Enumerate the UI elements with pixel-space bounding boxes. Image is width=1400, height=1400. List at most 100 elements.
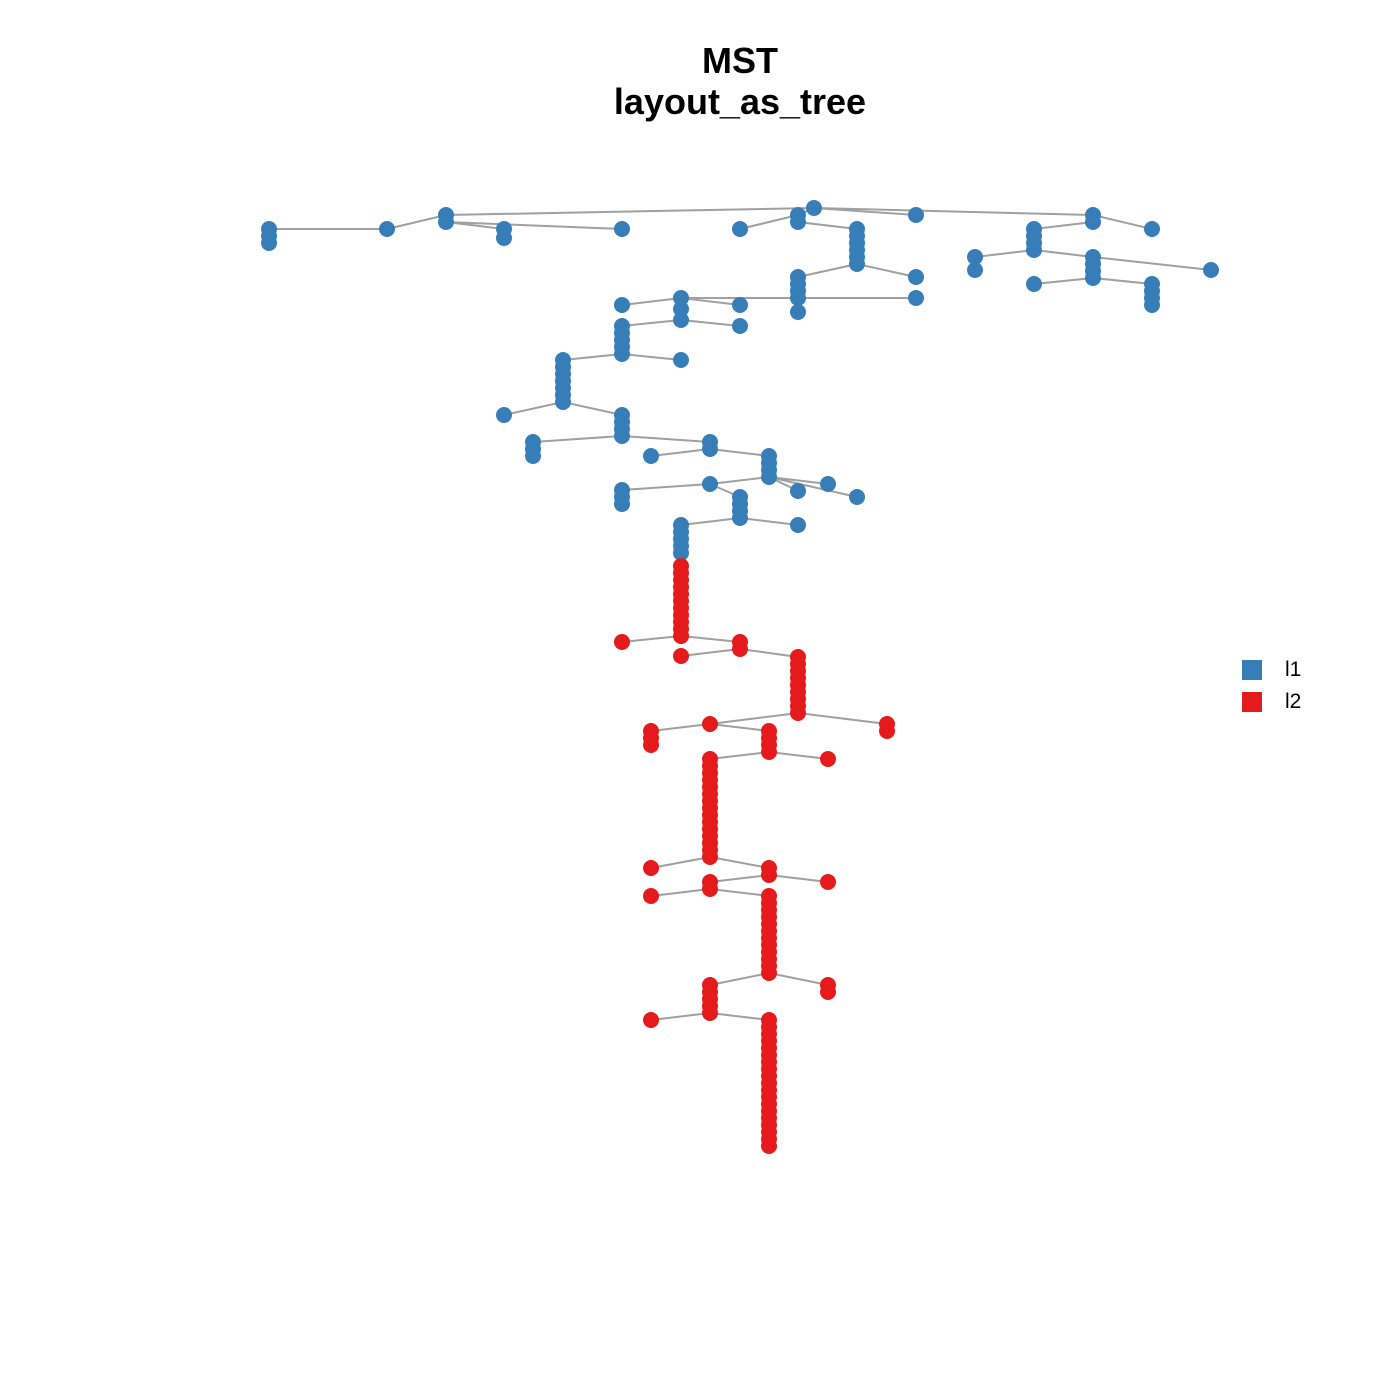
- tree-edge: [680, 635, 741, 643]
- tree-edge: [1033, 277, 1094, 285]
- tree-node-l1: [673, 352, 689, 368]
- tree-node-l1: [643, 448, 659, 464]
- tree-edge: [1092, 214, 1153, 230]
- tree-edge: [974, 249, 1035, 258]
- edge-layer: [269, 207, 1212, 1021]
- node-layer: [261, 200, 1219, 1154]
- legend-item-l2: l2: [1242, 686, 1301, 718]
- tree-edge: [709, 448, 770, 457]
- tree-node-l1: [496, 230, 512, 246]
- tree-edge: [739, 648, 799, 658]
- tree-edge: [797, 712, 888, 725]
- tree-edge: [709, 888, 770, 897]
- tree-node-l2: [643, 737, 659, 753]
- tree-node-l1: [732, 297, 748, 313]
- tree-node-l2: [643, 860, 659, 876]
- tree-node-l2: [790, 705, 806, 721]
- tree-edge: [768, 972, 829, 986]
- tree-edge: [797, 221, 858, 230]
- tree-edge: [621, 635, 682, 643]
- tree-edge: [503, 401, 564, 416]
- tree-node-l1: [1203, 262, 1219, 278]
- tree-node-l1: [1144, 297, 1160, 313]
- tree-edge: [709, 874, 770, 883]
- tree-edge: [813, 207, 1094, 216]
- tree-node-l2: [761, 1138, 777, 1154]
- tree-node-l1: [908, 269, 924, 285]
- tree-node-l2: [702, 1005, 718, 1021]
- tree-edge: [445, 207, 815, 216]
- tree-node-l1: [673, 545, 689, 561]
- tree-edge: [562, 353, 623, 361]
- tree-node-l2: [702, 881, 718, 897]
- tree-node-l1: [790, 517, 806, 533]
- tree-node-l2: [673, 628, 689, 644]
- tree-node-l1: [1085, 270, 1101, 286]
- tree-edge: [680, 319, 741, 327]
- tree-edge: [621, 353, 682, 361]
- tree-edge: [709, 723, 770, 732]
- tree-node-l1: [702, 476, 718, 492]
- tree-node-l1: [761, 469, 777, 485]
- tree-node-l1: [790, 290, 806, 306]
- tree-node-l1: [732, 221, 748, 237]
- legend-swatch-l2: [1242, 692, 1262, 712]
- tree-edge: [709, 1012, 770, 1021]
- legend-label-l2: l2: [1285, 690, 1302, 713]
- tree-node-l2: [761, 744, 777, 760]
- tree-node-l1: [673, 312, 689, 328]
- plot-title-line-2: layout_as_tree: [613, 81, 867, 122]
- tree-edge: [709, 476, 770, 485]
- tree-edge: [680, 297, 741, 306]
- tree-edge: [650, 448, 711, 457]
- plot-title: MST layout_as_tree: [0, 40, 1400, 122]
- tree-node-l2: [820, 874, 836, 890]
- tree-node-l1: [673, 301, 689, 317]
- tree-edge: [445, 221, 623, 230]
- tree-node-l1: [614, 428, 630, 444]
- tree-node-l1: [790, 304, 806, 320]
- tree-node-l2: [761, 965, 777, 981]
- tree-edge: [709, 751, 770, 760]
- tree-edge: [709, 712, 799, 725]
- tree-edge: [621, 483, 711, 491]
- tree-node-l1: [614, 297, 630, 313]
- tree-node-l1: [525, 448, 541, 464]
- tree-edge: [621, 319, 682, 327]
- tree-edge: [709, 972, 770, 986]
- tree-node-l1: [967, 262, 983, 278]
- tree-edge: [856, 263, 917, 278]
- tree-edge: [650, 723, 711, 732]
- tree-edge: [709, 856, 770, 869]
- tree-node-l1: [614, 496, 630, 512]
- tree-node-l1: [849, 256, 865, 272]
- tree-edge: [680, 517, 741, 526]
- tree-node-l1: [967, 249, 983, 265]
- tree-node-l1: [1026, 242, 1042, 258]
- tree-node-l1: [614, 221, 630, 237]
- tree-edge: [768, 874, 829, 883]
- tree-node-l1: [1085, 214, 1101, 230]
- tree-node-l1: [702, 441, 718, 457]
- tree-node-l1: [806, 200, 822, 216]
- tree-node-l1: [732, 318, 748, 334]
- tree-node-l1: [496, 407, 512, 423]
- tree-edge: [650, 888, 711, 897]
- tree-edge: [680, 648, 741, 657]
- tree-edge: [386, 214, 447, 230]
- tree-node-l1: [790, 483, 806, 499]
- tree-edge: [562, 401, 623, 416]
- tree-edge: [650, 1012, 711, 1021]
- legend: l1 l2: [1242, 654, 1301, 718]
- tree-node-l1: [614, 346, 630, 362]
- legend-swatch-l1: [1242, 660, 1262, 680]
- tree-node-l2: [643, 1012, 659, 1028]
- tree-edge: [797, 263, 858, 278]
- tree-node-l2: [820, 751, 836, 767]
- tree-node-l1: [820, 476, 836, 492]
- tree-node-l1: [849, 489, 865, 505]
- tree-node-l2: [673, 648, 689, 664]
- tree-node-l2: [702, 716, 718, 732]
- tree-node-l1: [673, 290, 689, 306]
